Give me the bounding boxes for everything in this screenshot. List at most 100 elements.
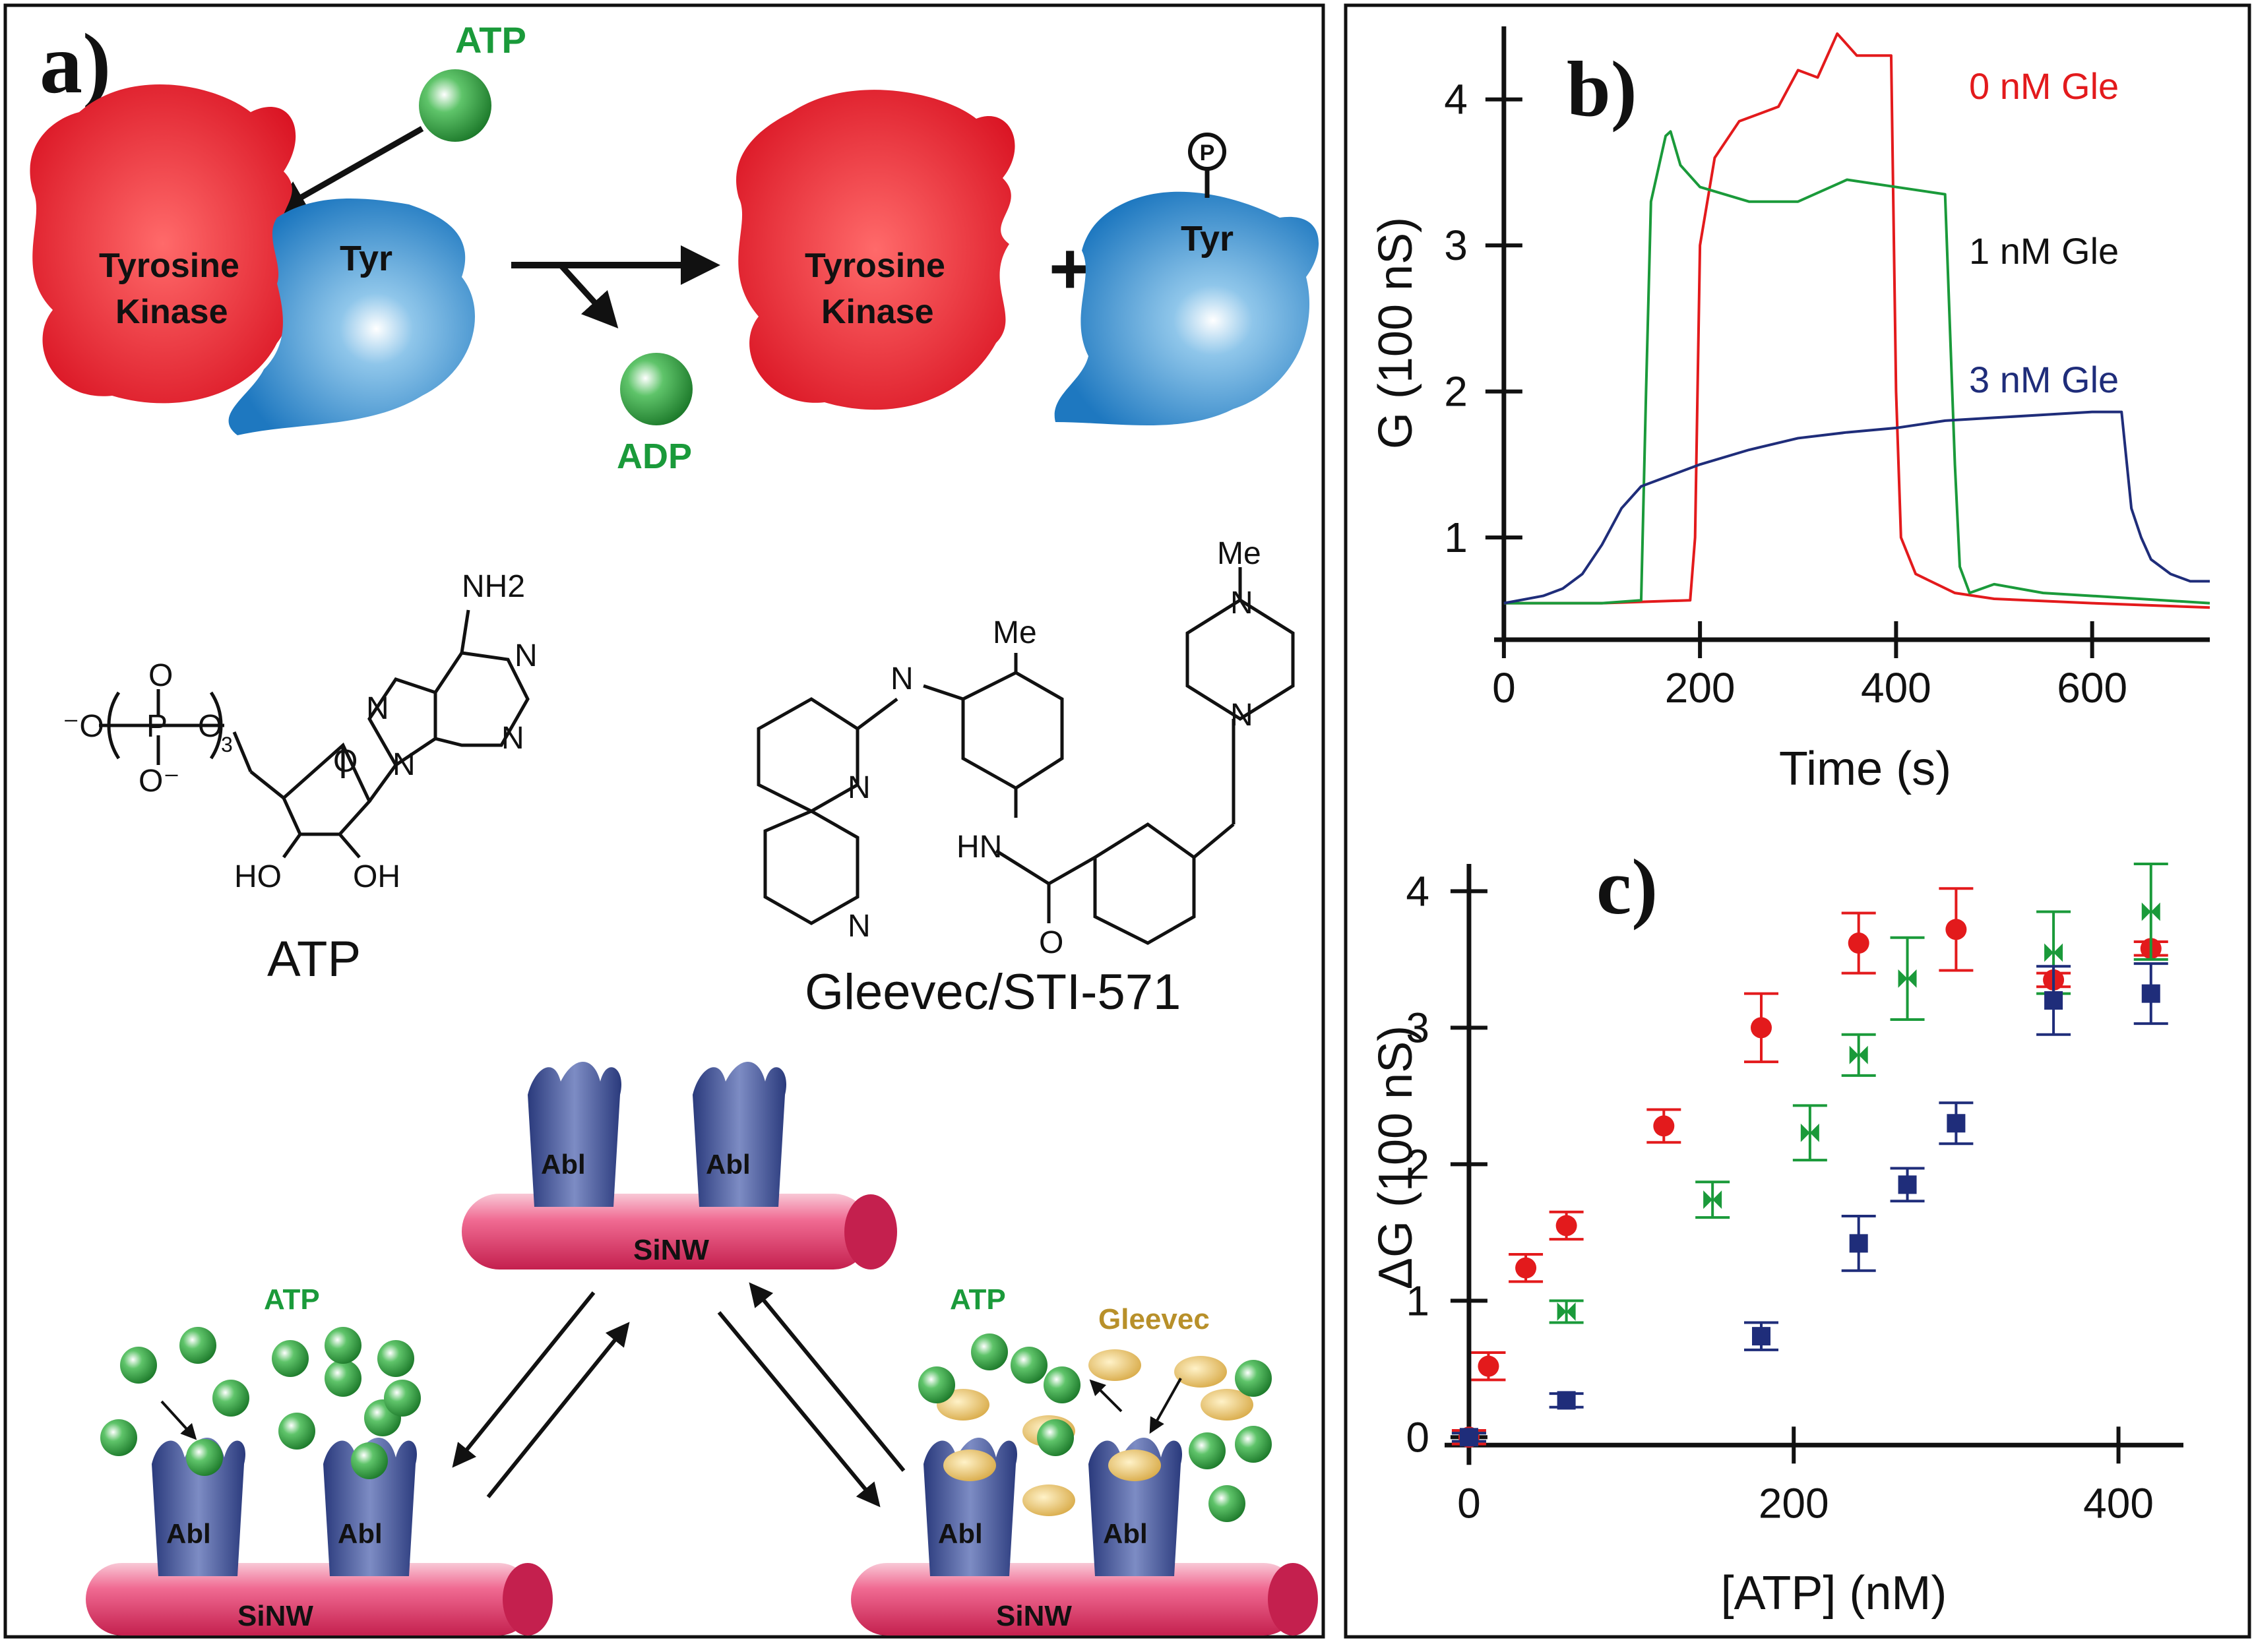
ribose-ring [281, 742, 371, 836]
chart-c-series [1451, 863, 2168, 1448]
abl-top-1 [528, 1062, 622, 1207]
gleevec-structure [757, 567, 1295, 945]
abl-top-2-label: Abl [706, 1149, 751, 1180]
reaction-scheme: ATP Tyrosine Kinase Tyr ADP Tyrosine Kin… [30, 19, 1319, 476]
chart-c-y-tick-label: 4 [1406, 867, 1429, 915]
kinase-label-2b: Kinase [821, 293, 934, 331]
chart-c-point-0 [1515, 1257, 1537, 1279]
eq-arrow-right-up [749, 1282, 906, 1472]
chart-c-point-2 [2141, 984, 2160, 1003]
chart-c-panel-label: c) [1596, 843, 1658, 931]
sinw-top-end [844, 1194, 897, 1270]
chart-c-y-tick-label: 0 [1406, 1413, 1429, 1461]
atp-structure [99, 609, 530, 859]
chart-b-x-tick-label: 200 [1665, 664, 1736, 712]
eq-arrow-left-up [486, 1322, 630, 1498]
atp-ball-icon [179, 1327, 216, 1364]
amide-bond [995, 849, 1050, 886]
gleevec-structure-labels: Me N N Me N N N HN O Gleevec/STI-571 [805, 536, 1261, 1020]
atp-o-top: O [148, 658, 173, 693]
chart-b-legend-1: 1 nM Gle [1969, 230, 2119, 272]
atp-ball-icon [971, 1333, 1008, 1370]
chart-c-point-0 [1555, 1215, 1577, 1237]
atp-ball-icon [1037, 1419, 1074, 1456]
atp-o-minus-bottom: O⁻ [139, 764, 180, 799]
chart-b-panel-label: b) [1567, 45, 1637, 133]
gleevec-pill [1201, 1389, 1253, 1421]
chart-c-point-1 [1557, 1302, 1576, 1321]
adp-release-arrow [558, 262, 619, 328]
phosphate-icon [1188, 133, 1226, 171]
atp-binding-arrow [270, 126, 424, 215]
chart-b-x-tick-label: 0 [1492, 664, 1516, 712]
atp-bind-arrow-left [160, 1400, 197, 1440]
sinw-right-end [1268, 1563, 1318, 1636]
abl-left-1-label: Abl [166, 1518, 211, 1549]
chart-b-x-axis-label: Time (s) [1779, 743, 1951, 795]
sinw-left-label: SiNW [237, 1600, 313, 1632]
adp-ball-icon [620, 353, 693, 425]
atp-ball-icon [120, 1347, 157, 1384]
chart-c-x-tick-label: 0 [1457, 1479, 1481, 1527]
atp-balls-right [918, 1333, 1272, 1522]
gleevec-n-pyridine: N [848, 909, 871, 944]
atp-label-left: ATP [264, 1283, 320, 1316]
gleevec-bind-arrow [1149, 1378, 1182, 1434]
chart-c-point-2 [1459, 1428, 1478, 1447]
chart-c-point-1 [1898, 969, 1917, 988]
gleevec-bound-2 [1108, 1450, 1161, 1481]
gleevec-n-pip-top: N [1230, 586, 1253, 621]
nh2-bond [460, 609, 470, 654]
chart-c-point-2 [1898, 1175, 1917, 1194]
chart-c-x-axis-label: [ATP] (nM) [1721, 1567, 1947, 1620]
atp-o-minus-left: ⁻O [63, 709, 104, 744]
gleevec-pill [1022, 1484, 1075, 1516]
atp-n3: N [501, 721, 524, 756]
abl-right-1-label: Abl [938, 1518, 983, 1549]
kinase-shape-2 [736, 90, 1015, 410]
substrate-shape-2 [1054, 191, 1319, 425]
eq-arrow-left-down [452, 1291, 596, 1468]
abl-left-2 [323, 1438, 418, 1576]
panel-a-frame [3, 3, 1325, 1639]
gleevec-pill [1174, 1356, 1227, 1388]
chart-c-x-tick-label: 400 [2083, 1479, 2154, 1527]
atp-ball-icon [377, 1340, 414, 1377]
pyrimidine-ring [757, 697, 860, 813]
gleevec-n-amine: N [891, 661, 914, 696]
atp-ball-icon [1235, 1360, 1272, 1397]
atp-name: ATP [267, 931, 361, 987]
chart-b-x-tick-label: 600 [2057, 664, 2127, 712]
atp-label-right: ATP [950, 1283, 1006, 1316]
chart-c-point-1 [1703, 1190, 1722, 1209]
atp-n1: N [515, 638, 538, 673]
glyco-bond [367, 764, 398, 803]
paren-right [209, 691, 223, 760]
atp-ball-icon [384, 1380, 421, 1417]
gleevec-o: O [1039, 925, 1063, 960]
abl-top-1-label: Abl [541, 1149, 586, 1180]
atp-ball-icon [1208, 1485, 1245, 1522]
sinw-schematic: SiNW Abl Abl SiNW Abl Abl ATP [86, 1062, 1318, 1636]
atp-label: ATP [455, 19, 526, 61]
atp-balls-left [100, 1327, 421, 1479]
atp-ball-icon [419, 69, 491, 142]
chart-c-x-tick-label: 200 [1759, 1479, 1829, 1527]
paren-left [107, 691, 121, 760]
chart-c-point-1 [1800, 1123, 1819, 1142]
chart-c-point-0 [1653, 1115, 1675, 1137]
chart-c-point-0 [1478, 1355, 1499, 1377]
atp-ring-o: O [333, 744, 358, 779]
gleevec-unbind-arrow [1089, 1379, 1123, 1413]
gleevec-me-top: Me [1217, 536, 1261, 571]
chart-c-point-2 [1557, 1391, 1576, 1410]
abl-top-2 [693, 1062, 787, 1207]
bond [1048, 855, 1096, 886]
chart-c-point-0 [1945, 919, 1967, 940]
imidazole-ring [367, 677, 437, 768]
chart-c-point-1 [2044, 943, 2063, 962]
sinw-right-label: SiNW [996, 1600, 1072, 1632]
